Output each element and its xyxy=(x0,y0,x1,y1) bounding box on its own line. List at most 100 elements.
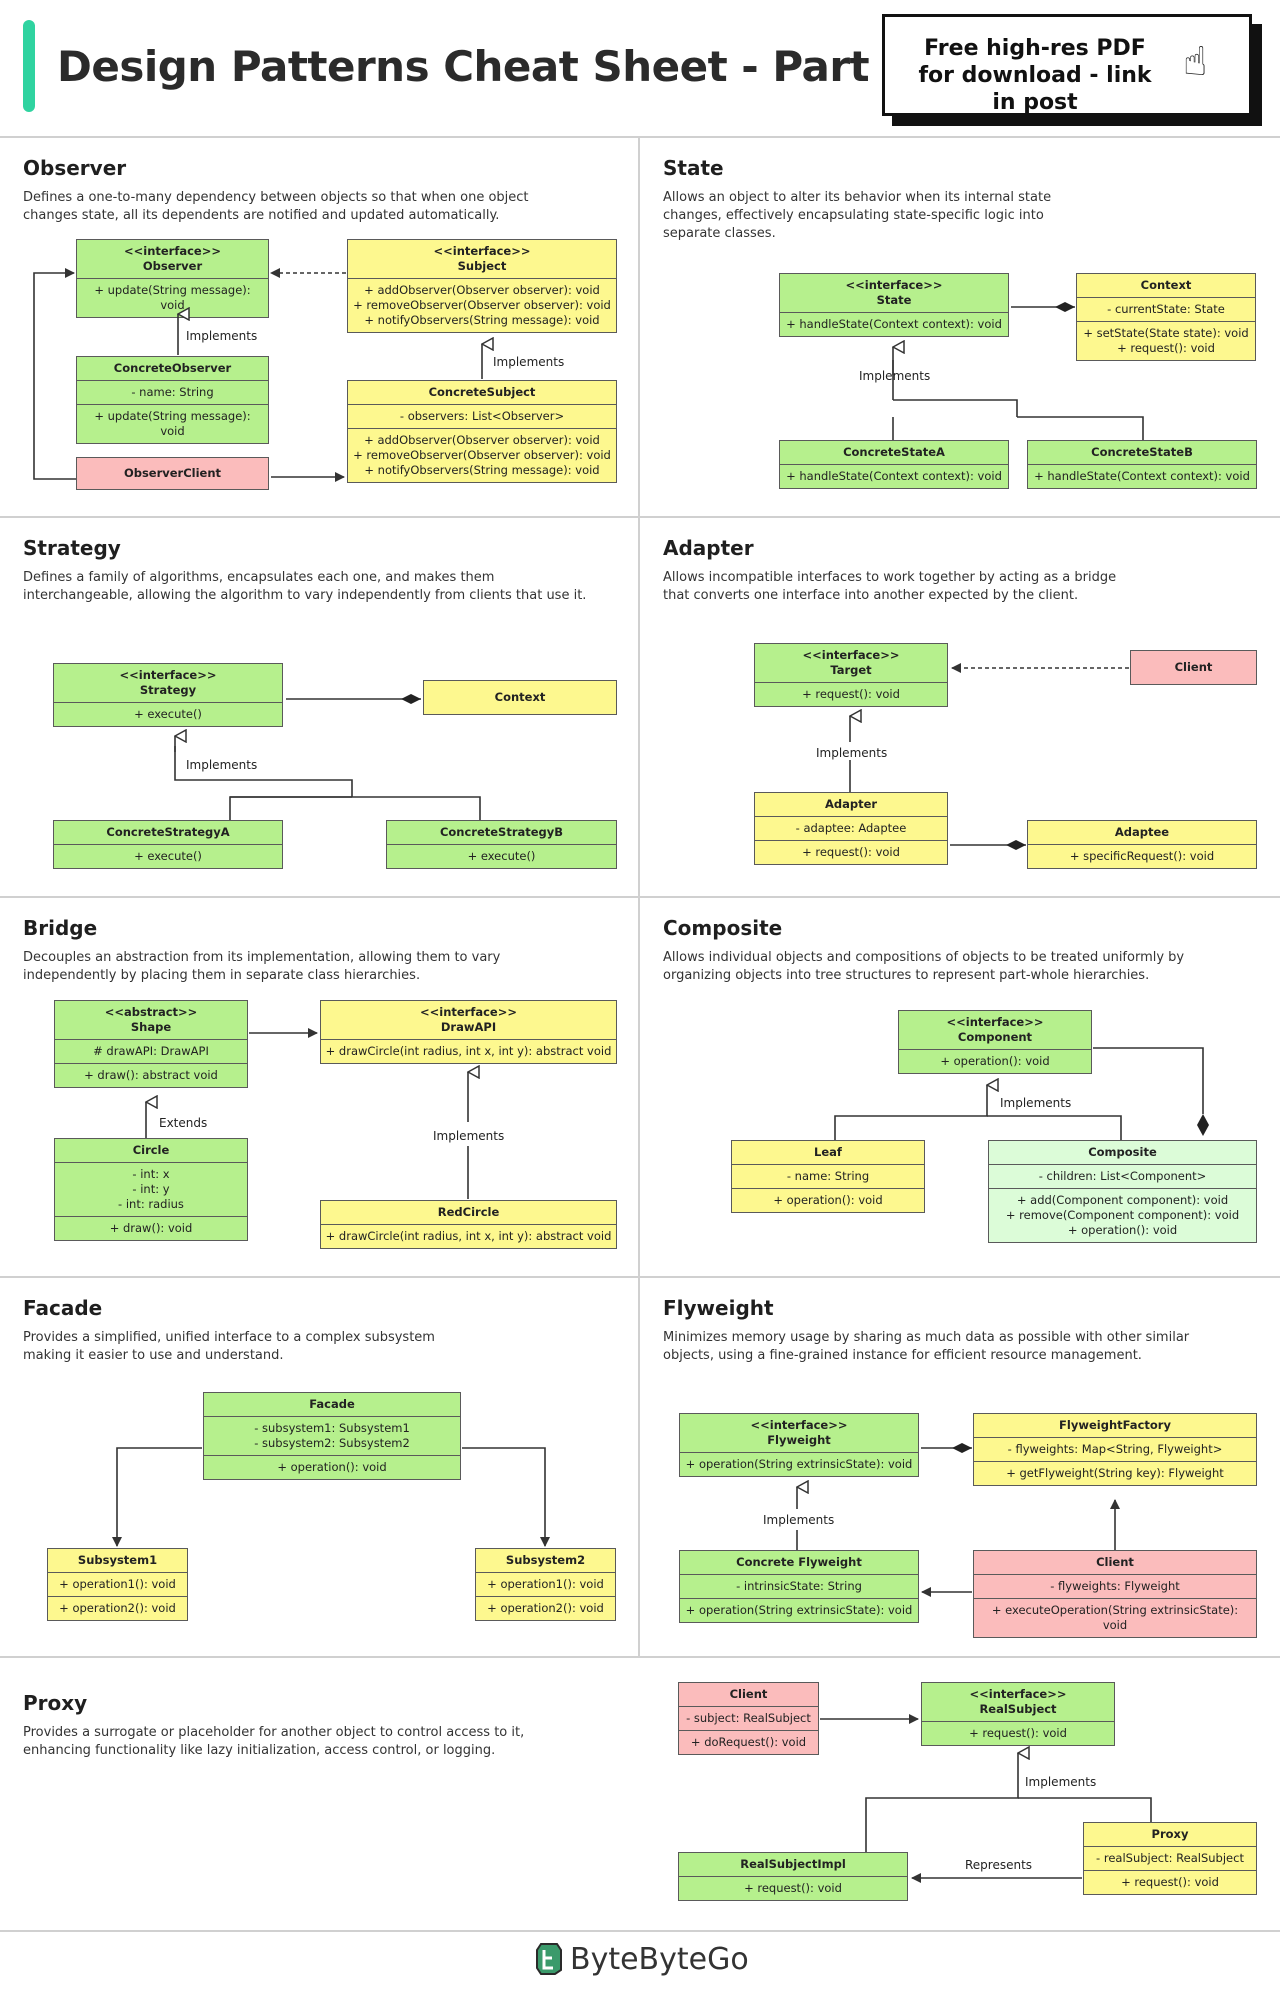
box-method: + handleState(Context context): void xyxy=(786,469,1002,483)
implements-label: Implements xyxy=(186,329,258,343)
box-field: - subsystem1: Subsystem1 - subsystem2: S… xyxy=(204,1417,460,1456)
promo-box[interactable]: Free high-res PDF for download - link in… xyxy=(882,14,1252,116)
box-method: + operation(): void xyxy=(773,1193,883,1207)
adapter-client-box[interactable]: Client xyxy=(1130,650,1257,685)
adaptee-box[interactable]: Adaptee + specificRequest(): void xyxy=(1027,820,1257,869)
box-field: - realSubject: RealSubject xyxy=(1084,1847,1256,1871)
implements-label: Implements xyxy=(433,1129,505,1143)
redcircle-box[interactable]: RedCircle + drawCircle(int radius, int x… xyxy=(320,1200,617,1249)
divider xyxy=(0,1656,1280,1658)
state-interface-box[interactable]: <<interface>> State + handleState(Contex… xyxy=(779,273,1009,337)
flyweight-desc: Minimizes memory usage by sharing as muc… xyxy=(663,1330,1190,1363)
subsystem1-box[interactable]: Subsystem1 + operation1(): void + operat… xyxy=(47,1548,188,1621)
adapter-box[interactable]: Adapter - adaptee: Adaptee + request(): … xyxy=(754,792,948,865)
strategy-interface-box[interactable]: <<interface>> Strategy + execute() xyxy=(53,663,283,727)
concrete-observer-box[interactable]: ConcreteObserver - name: String + update… xyxy=(76,356,269,444)
box-method: + update(String message): void xyxy=(94,409,251,438)
box-method: + add(Component component): void + remov… xyxy=(1005,1193,1240,1237)
box-header: Context xyxy=(1077,274,1255,298)
divider xyxy=(0,136,1280,138)
strategy-desc: Defines a family of algorithms, encapsul… xyxy=(23,570,587,603)
strategy-context-box[interactable]: Context xyxy=(423,680,617,715)
box-header: <<interface>> Strategy xyxy=(54,664,282,703)
box-method: + executeOperation(String extrinsicState… xyxy=(991,1603,1239,1632)
divider xyxy=(0,896,1280,898)
box-field: - currentState: State xyxy=(1077,298,1255,322)
box-header: Adaptee xyxy=(1028,821,1256,845)
box-field: - name: String xyxy=(732,1165,924,1189)
box-header: <<interface>> DrawAPI xyxy=(321,1001,616,1040)
flyweight-client-box[interactable]: Client - flyweights: Flyweight + execute… xyxy=(973,1550,1257,1638)
flyweight-interface-box[interactable]: <<interface>> Flyweight + operation(Stri… xyxy=(679,1413,919,1477)
box-header: Subsystem2 xyxy=(476,1549,615,1573)
box-method: + draw(): void xyxy=(109,1221,193,1235)
box-method: + handleState(Context context): void xyxy=(1034,469,1250,483)
state-title: State xyxy=(663,156,724,180)
realsubject-interface-box[interactable]: <<interface>> RealSubject + request(): v… xyxy=(921,1682,1115,1746)
divider xyxy=(0,1276,1280,1278)
subject-interface-box[interactable]: <<interface>> Subject + addObserver(Obse… xyxy=(347,239,617,333)
concrete-strategy-a-box[interactable]: ConcreteStrategyA + execute() xyxy=(53,820,283,869)
represents-label: Represents xyxy=(965,1858,1033,1872)
composite-box[interactable]: Composite - children: List<Component> + … xyxy=(988,1140,1257,1243)
box-field: - observers: List<Observer> xyxy=(348,405,616,429)
box-method: + execute() xyxy=(467,849,536,863)
box-method: + addObserver(Observer observer): void +… xyxy=(353,283,611,327)
box-header: Adapter xyxy=(755,793,947,817)
flyweight-title: Flyweight xyxy=(663,1296,774,1320)
box-method: + handleState(Context context): void xyxy=(786,317,1002,331)
box-method: + execute() xyxy=(134,849,202,863)
proxy-desc: Provides a surrogate or placeholder for … xyxy=(23,1725,525,1758)
box-method: + operation2(): void xyxy=(59,1601,176,1615)
box-method: + draw(): abstract void xyxy=(84,1068,218,1082)
box-method: + update(String message): void xyxy=(94,283,251,312)
concrete-state-b-box[interactable]: ConcreteStateB + handleState(Context con… xyxy=(1027,440,1257,489)
box-field: # drawAPI: DrawAPI xyxy=(55,1040,247,1064)
shape-abstract-box[interactable]: <<abstract>> Shape # drawAPI: DrawAPI + … xyxy=(54,1000,248,1088)
proxy-client-box[interactable]: Client - subject: RealSubject + doReques… xyxy=(678,1682,819,1755)
flyweight-factory-box[interactable]: FlyweightFactory - flyweights: Map<Strin… xyxy=(973,1413,1257,1486)
box-header: Composite xyxy=(989,1141,1256,1165)
box-header: <<interface>> Subject xyxy=(348,240,616,279)
proxy-box[interactable]: Proxy - realSubject: RealSubject + reque… xyxy=(1083,1822,1257,1895)
box-header: ConcreteObserver xyxy=(77,357,268,381)
target-interface-box[interactable]: <<interface>> Target + request(): void xyxy=(754,643,948,707)
box-method: + operation(): void xyxy=(940,1054,1050,1068)
realsubject-impl-box[interactable]: RealSubjectImpl + request(): void xyxy=(678,1852,908,1901)
divider xyxy=(0,516,1280,518)
box-header: ConcreteSubject xyxy=(348,381,616,405)
subsystem2-box[interactable]: Subsystem2 + operation1(): void + operat… xyxy=(475,1548,616,1621)
drawapi-interface-box[interactable]: <<interface>> DrawAPI + drawCircle(int r… xyxy=(320,1000,617,1064)
concrete-flyweight-box[interactable]: Concrete Flyweight - intrinsicState: Str… xyxy=(679,1550,919,1623)
box-header: <<interface>> State xyxy=(780,274,1008,313)
box-header: Concrete Flyweight xyxy=(680,1551,918,1575)
state-context-box[interactable]: Context - currentState: State + setState… xyxy=(1076,273,1256,361)
box-header: Context xyxy=(494,690,546,704)
box-header: Circle xyxy=(55,1139,247,1163)
adapter-desc: Allows incompatible interfaces to work t… xyxy=(663,570,1117,603)
box-header: Client xyxy=(1174,660,1213,674)
box-header: ConcreteStateB xyxy=(1028,441,1256,465)
box-header: ConcreteStateA xyxy=(780,441,1008,465)
bytebytego-logo-icon xyxy=(536,1943,562,1975)
observer-client-box[interactable]: ObserverClient xyxy=(76,457,269,490)
circle-box[interactable]: Circle - int: x - int: y - int: radius +… xyxy=(54,1138,248,1241)
page-title: Design Patterns Cheat Sheet - Part 1 xyxy=(57,42,912,91)
facade-title: Facade xyxy=(23,1296,103,1320)
bridge-title: Bridge xyxy=(23,916,98,940)
observer-interface-box[interactable]: <<interface>> Observer + update(String m… xyxy=(76,239,269,318)
composite-desc: Allows individual objects and compositio… xyxy=(663,950,1185,983)
facade-box[interactable]: Facade - subsystem1: Subsystem1 - subsys… xyxy=(203,1392,461,1480)
promo-text: Free high-res PDF for download - link in… xyxy=(918,36,1152,115)
concrete-state-a-box[interactable]: ConcreteStateA + handleState(Context con… xyxy=(779,440,1009,489)
concrete-strategy-b-box[interactable]: ConcreteStrategyB + execute() xyxy=(386,820,617,869)
leaf-box[interactable]: Leaf - name: String + operation(): void xyxy=(731,1140,925,1213)
component-interface-box[interactable]: <<interface>> Component + operation(): v… xyxy=(898,1010,1092,1074)
box-method: + operation2(): void xyxy=(487,1601,604,1615)
box-header: Subsystem1 xyxy=(48,1549,187,1573)
bridge-desc: Decouples an abstraction from its implem… xyxy=(23,950,501,983)
box-header: ConcreteStrategyB xyxy=(387,821,616,845)
box-field: - flyweights: Flyweight xyxy=(974,1575,1256,1599)
concrete-subject-box[interactable]: ConcreteSubject - observers: List<Observ… xyxy=(347,380,617,483)
box-field: - intrinsicState: String xyxy=(680,1575,918,1599)
